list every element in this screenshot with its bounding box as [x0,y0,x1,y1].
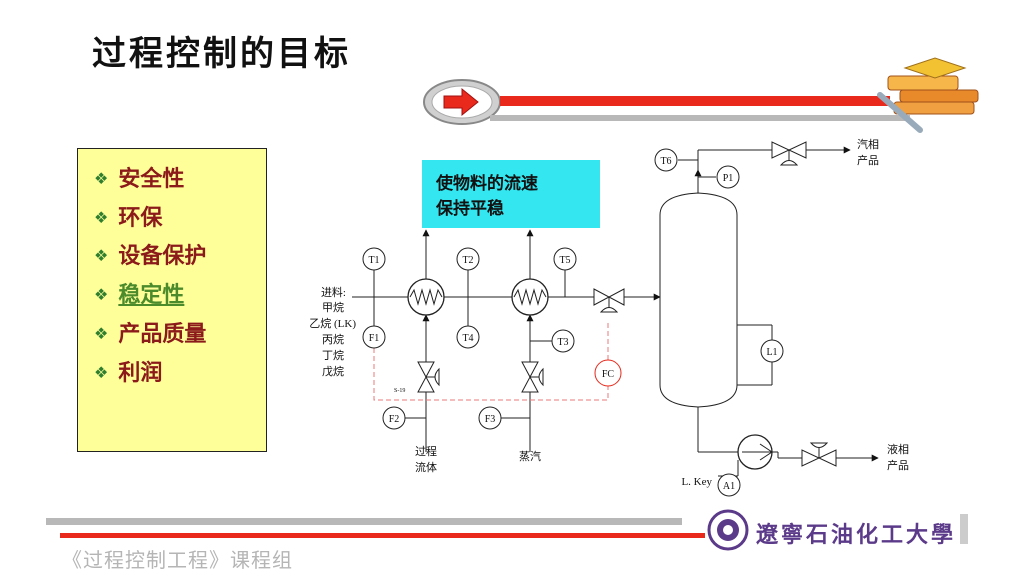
instrument-t5 [553,247,577,271]
label-f3: F3 [485,414,496,425]
note-box: 使物料的流速 保持平稳 [422,160,600,228]
university-seal-icon [707,509,749,551]
diamond-bullet-icon: ❖ [94,324,109,343]
instrument-a1 [717,473,741,497]
instrument-l1 [760,339,784,363]
lkey-label: L. Key [681,476,712,488]
heat-exchanger-icon [407,278,445,316]
diamond-bullet-icon: ❖ [94,285,109,304]
feed-component: 丁烷 [322,348,344,362]
goal-item: ❖安全性 [94,167,185,192]
instrument-t1 [362,247,386,271]
label-a1: A1 [723,481,735,492]
process-fluid-label: 流体 [415,460,437,474]
instrument-t4 [456,325,480,349]
distillation-column [659,192,738,408]
control-signal-line [373,348,609,401]
process-fluid-label: 过程 [415,445,437,458]
course-footer: 《过程控制工程》课程组 [62,548,293,572]
header-red-bar [500,96,890,106]
header-gray-bar [490,115,910,121]
vapor-product-label: 产品 [857,153,879,167]
footer-gray-bar [46,518,682,525]
instrument-f1 [362,325,386,349]
label-fc: FC [602,369,615,380]
instrument-p1 [716,165,740,189]
footer-red-bar [60,533,705,538]
goal-item: ❖环保 [94,206,163,231]
instrument-t2 [456,247,480,271]
instrument-t6 [654,148,678,172]
goal-item-active[interactable]: ❖稳定性 [94,283,185,308]
label-t1: T1 [368,255,379,266]
diamond-bullet-icon: ❖ [94,169,109,188]
books-cap-icon [877,57,979,133]
diamond-bullet-icon: ❖ [94,208,109,227]
control-valve-icon [801,442,837,467]
label-f2: F2 [389,414,400,425]
heat-exchanger-icon [511,278,549,316]
university-name: 遼寧石油化工大學 [756,523,957,548]
vapor-product-label: 汽相 [857,137,879,151]
instrument-t3 [551,329,575,353]
label-t4: T4 [462,333,473,344]
label-f1: F1 [369,333,380,344]
diamond-bullet-icon: ❖ [94,363,109,382]
instrument-f2 [382,406,406,430]
control-valve-icon [771,141,807,166]
feed-component: 戊烷 [322,364,344,378]
steam-label: 蒸汽 [519,449,541,463]
valve-tag: S-19 [394,388,405,394]
label-t6: T6 [660,156,671,167]
liquid-product-label: 液相 [887,442,909,456]
goal-item: ❖利润 [94,361,163,386]
feed-component: 乙烷 (LK) [309,316,356,330]
goal-item: ❖产品质量 [94,322,207,347]
pump-icon [737,434,773,470]
instrument-f3 [478,406,502,430]
page-title: 过程控制的目标 [92,34,351,74]
label-p1: P1 [723,173,734,184]
label-t3: T3 [557,337,568,348]
goals-list: ❖安全性 ❖环保 ❖设备保护 ❖稳定性 ❖产品质量 ❖利润 [77,148,267,452]
label-l1: L1 [766,347,777,358]
diamond-bullet-icon: ❖ [94,246,109,265]
goal-item: ❖设备保护 [94,244,207,269]
label-t2: T2 [462,255,473,266]
feed-component: 甲烷 [322,300,344,314]
label-t5: T5 [559,255,570,266]
liquid-product-label: 产品 [887,458,909,472]
control-valve-icon [593,288,625,313]
control-valve-icon [521,361,544,393]
instrument-fc [594,359,622,387]
control-valve-icon [417,361,440,393]
feed-component: 丙烷 [322,332,344,346]
feed-label: 进料: [321,285,346,299]
